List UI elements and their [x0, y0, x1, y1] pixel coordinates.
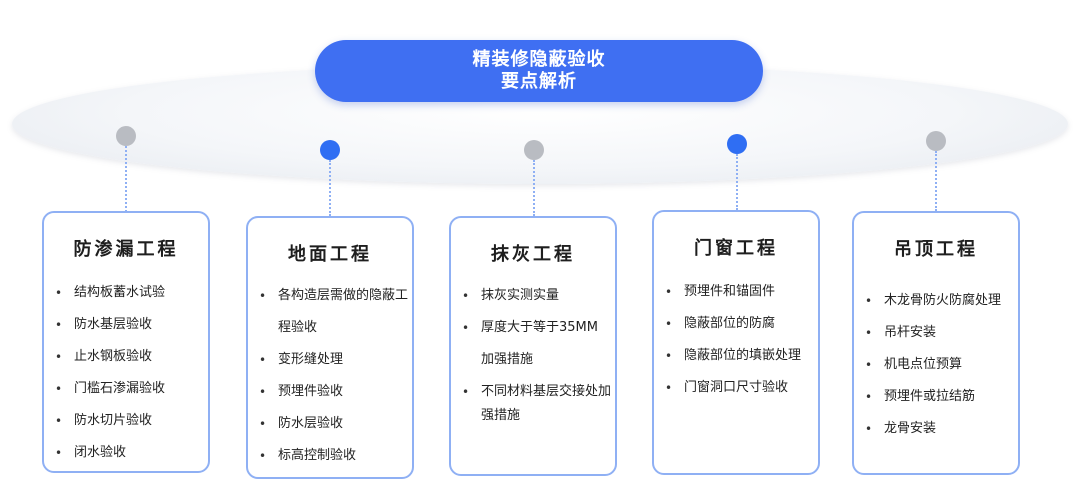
title-line-1: 精装修隐蔽验收 — [472, 49, 606, 70]
card-title: 抹灰工程 — [491, 244, 575, 265]
list-item: •隐蔽部位的防腐 — [665, 316, 776, 331]
list-item: •预埋件和锚固件 — [665, 284, 776, 299]
node-dot-1 — [116, 126, 136, 146]
card-doors-windows: 门窗工程 •预埋件和锚固件 •隐蔽部位的防腐 •隐蔽部位的填嵌处理 •门窗洞口尺… — [652, 210, 820, 475]
node-dot-5 — [926, 131, 946, 151]
card-plastering: 抹灰工程 •抹灰实测实量 •厚度大于等于35MM加强措施 •不同材料基层交接处加… — [449, 216, 617, 476]
card-title: 防渗漏工程 — [73, 239, 179, 260]
list-item: •防水切片验收 — [55, 413, 153, 428]
list-item: •防水基层验收 — [55, 317, 153, 332]
list-item: •止水钢板验收 — [55, 349, 153, 364]
title-banner: 精装修隐蔽验收 要点解析 — [315, 40, 763, 102]
list-item: •木龙骨防火防腐处理 — [865, 293, 1002, 308]
list-item: •门窗洞口尺寸验收 — [665, 380, 789, 395]
list-item: •机电点位预算 — [865, 357, 963, 372]
list-item: •防水层验收 — [259, 416, 344, 431]
connector-1 — [125, 146, 127, 212]
list-item: •吊杆安装 — [865, 325, 937, 340]
node-dot-4 — [727, 134, 747, 154]
node-dot-3 — [524, 140, 544, 160]
list-item: •不同材料基层交接处加强措施 — [462, 384, 612, 423]
connector-3 — [533, 160, 535, 216]
list-item: •抹灰实测实量 — [462, 288, 560, 303]
card-title: 吊顶工程 — [894, 239, 978, 260]
card-ceiling: 吊顶工程 •木龙骨防火防腐处理 •吊杆安装 •机电点位预算 •预埋件或拉结筋 •… — [852, 211, 1020, 475]
card-waterproofing: 防渗漏工程 •结构板蓄水试验 •防水基层验收 •止水钢板验收 •门槛石渗漏验收 … — [42, 211, 210, 473]
title-line-2: 要点解析 — [501, 71, 577, 92]
list-item: •各构造层需做的隐蔽工程验收 — [259, 288, 409, 335]
list-item: •闭水验收 — [55, 445, 127, 460]
list-item: •隐蔽部位的填嵌处理 — [665, 348, 802, 363]
connector-4 — [736, 154, 738, 210]
list-item: •预埋件验收 — [259, 384, 344, 399]
list-item: •变形缝处理 — [259, 352, 344, 367]
card-title: 地面工程 — [288, 244, 372, 265]
list-item: •门槛石渗漏验收 — [55, 381, 166, 396]
list-item: •厚度大于等于35MM加强措施 — [462, 320, 598, 367]
node-dot-2 — [320, 140, 340, 160]
list-item: •龙骨安装 — [865, 421, 937, 436]
list-item: •结构板蓄水试验 — [55, 285, 166, 300]
connector-5 — [935, 151, 937, 211]
connector-2 — [329, 160, 331, 216]
card-title: 门窗工程 — [694, 238, 778, 259]
list-item: •标高控制验收 — [259, 448, 357, 463]
list-item: •预埋件或拉结筋 — [865, 389, 976, 404]
card-flooring: 地面工程 •各构造层需做的隐蔽工程验收 •变形缝处理 •预埋件验收 •防水层验收… — [246, 216, 414, 479]
